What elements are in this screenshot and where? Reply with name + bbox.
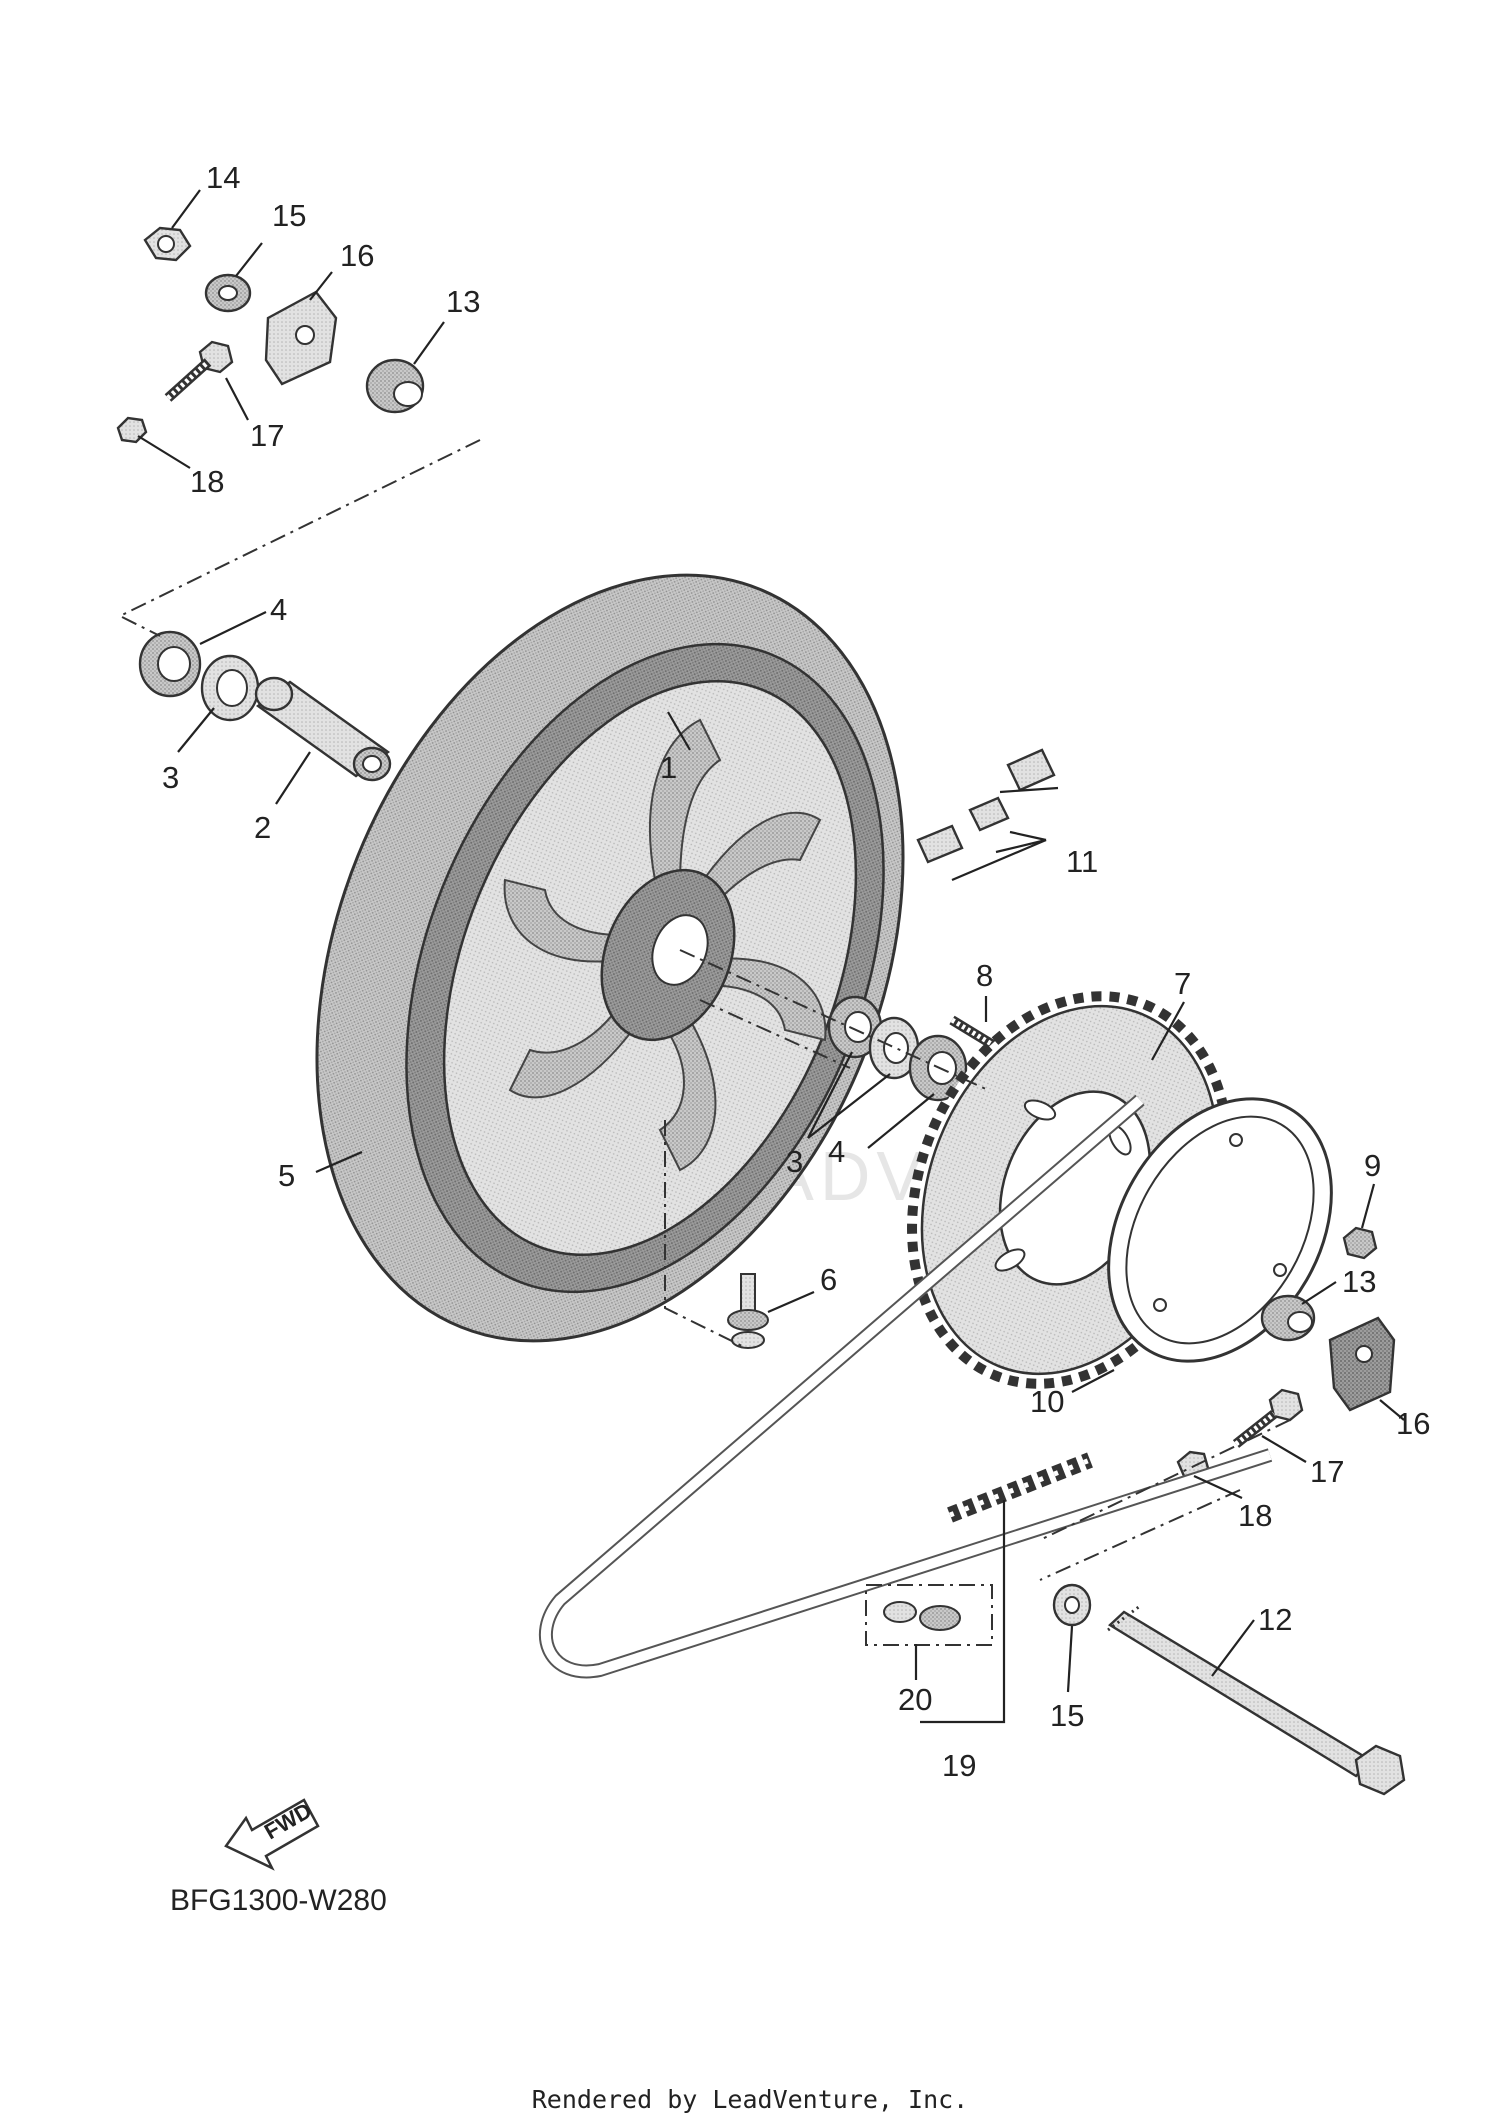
bolt-17-shape	[164, 340, 234, 402]
footer-credit: Rendered by LeadVenture, Inc.	[532, 2085, 969, 2114]
part-label: 17	[1310, 1454, 1344, 1489]
part-label: 8	[976, 958, 993, 993]
part-label: 18	[190, 464, 224, 499]
part-label: 18	[1238, 1498, 1272, 1533]
part-label: 3	[786, 1144, 803, 1179]
part-label: 11	[1066, 844, 1098, 879]
part-label: 16	[1396, 1406, 1430, 1441]
part-label: 9	[1364, 1148, 1381, 1183]
part-label: 6	[820, 1262, 837, 1297]
part-labels: 14 15 16 13 17 18 4 3 2 1 11 8 7 3 4 5 6…	[162, 160, 1430, 1783]
part-label: 19	[942, 1748, 976, 1783]
part-label: 5	[278, 1158, 295, 1193]
lower-adjuster-group	[1176, 1226, 1396, 1480]
part-label: 20	[898, 1682, 932, 1717]
part-label: 4	[828, 1134, 845, 1169]
forward-arrow-icon: FWD	[224, 1798, 320, 1871]
part-label: 17	[250, 418, 284, 453]
part-label: 13	[446, 284, 480, 319]
part-label: 3	[162, 760, 179, 795]
part-label: 14	[206, 160, 240, 195]
part-label: 15	[1050, 1698, 1084, 1733]
part-label: 10	[1030, 1384, 1064, 1419]
axle-12-shape	[1052, 1583, 1406, 1796]
part-label: 12	[1258, 1602, 1292, 1637]
joint-link-20-shape	[865, 1584, 993, 1646]
part-label: 2	[254, 810, 271, 845]
alignment-lines	[117, 439, 1291, 1581]
leader-lines	[137, 189, 1405, 1724]
part-label: 13	[1342, 1264, 1376, 1299]
upper-adjuster-group	[116, 226, 425, 444]
pads-11-shape	[916, 748, 1056, 864]
valve-6-shape	[727, 1273, 769, 1349]
left-bearing-group	[138, 630, 392, 782]
rear-wheel-shape	[315, 573, 905, 1343]
part-label: 7	[1174, 966, 1191, 1001]
chain-19-shape	[538, 1094, 1273, 1679]
part-label: 1	[660, 750, 677, 785]
part-label: 16	[340, 238, 374, 273]
part-label: 4	[270, 592, 287, 627]
plate-10-shape	[1107, 1097, 1333, 1363]
diagram-code: BFG1300-W280	[170, 1884, 387, 1917]
part-label: 15	[272, 198, 306, 233]
